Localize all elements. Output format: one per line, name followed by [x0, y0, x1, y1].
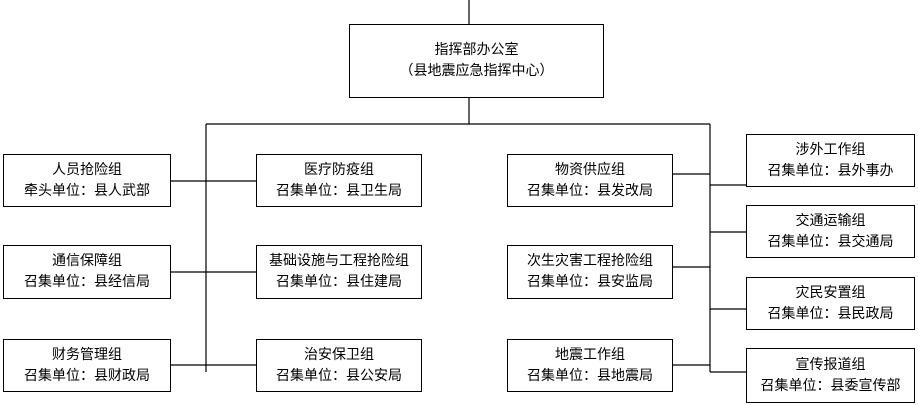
group-name: 财务管理组: [52, 346, 122, 363]
group-box-communication: 通信保障组 召集单位：县经信局: [3, 245, 171, 299]
group-box-resettlement: 灾民安置组 召集单位：县民政局: [746, 277, 915, 330]
group-name: 交通运输组: [795, 212, 866, 229]
group-unit: 召集单位：县经信局: [24, 274, 150, 290]
group-name: 治安保卫组: [304, 346, 374, 363]
group-name: 物资供应组: [555, 161, 625, 178]
group-unit: 召集单位：县民政局: [767, 305, 894, 322]
group-name: 地震工作组: [555, 346, 625, 363]
group-unit: 召集单位：县住建局: [276, 274, 402, 290]
group-unit: 召集单位：县安监局: [527, 274, 653, 290]
group-box-infrastructure: 基础设施与工程抢险组 召集单位：县住建局: [256, 245, 422, 299]
group-box-earthquake-work: 地震工作组 召集单位：县地震局: [507, 339, 673, 392]
group-unit: 召集单位：县外事办: [767, 162, 894, 179]
group-box-publicity: 宣传报道组 召集单位：县委宣传部: [746, 348, 915, 403]
group-box-finance: 财务管理组 召集单位：县财政局: [3, 339, 171, 392]
group-box-transport: 交通运输组 召集单位：县交通局: [746, 205, 915, 258]
group-name: 人员抢险组: [52, 161, 122, 178]
group-name: 宣传报道组: [795, 356, 866, 373]
group-unit: 召集单位：县地震局: [527, 367, 653, 384]
command-office-box: 指挥部办公室 （县地震应急指挥中心）: [349, 24, 604, 98]
group-unit: 召集单位：县发改局: [527, 182, 653, 199]
group-box-medical: 医疗防疫组 召集单位：县卫生局: [256, 154, 422, 207]
group-name: 通信保障组: [52, 253, 122, 269]
group-unit: 召集单位：县交通局: [767, 233, 894, 250]
group-box-personnel-rescue: 人员抢险组 牵头单位：县人武部: [3, 154, 171, 207]
group-box-security: 治安保卫组 召集单位：县公安局: [256, 339, 422, 392]
group-name: 灾民安置组: [795, 284, 866, 301]
group-unit: 召集单位：县公安局: [276, 367, 402, 384]
group-unit: 召集单位：县委宣传部: [760, 377, 901, 394]
group-name: 涉外工作组: [795, 141, 866, 158]
command-office-title: 指挥部办公室: [434, 42, 519, 58]
group-name: 基础设施与工程抢险组: [269, 253, 409, 269]
group-box-secondary-disaster: 次生灾害工程抢险组 召集单位：县安监局: [507, 245, 673, 299]
group-box-supplies: 物资供应组 召集单位：县发改局: [507, 154, 673, 207]
group-unit: 牵头单位：县人武部: [24, 182, 150, 199]
group-unit: 召集单位：县卫生局: [276, 182, 402, 199]
group-box-foreign-affairs: 涉外工作组 召集单位：县外事办: [746, 134, 915, 187]
command-office-subtitle: （县地震应急指挥中心）: [399, 63, 554, 79]
group-unit: 召集单位：县财政局: [24, 367, 150, 384]
group-name: 医疗防疫组: [304, 161, 374, 178]
group-name: 次生灾害工程抢险组: [527, 253, 653, 269]
